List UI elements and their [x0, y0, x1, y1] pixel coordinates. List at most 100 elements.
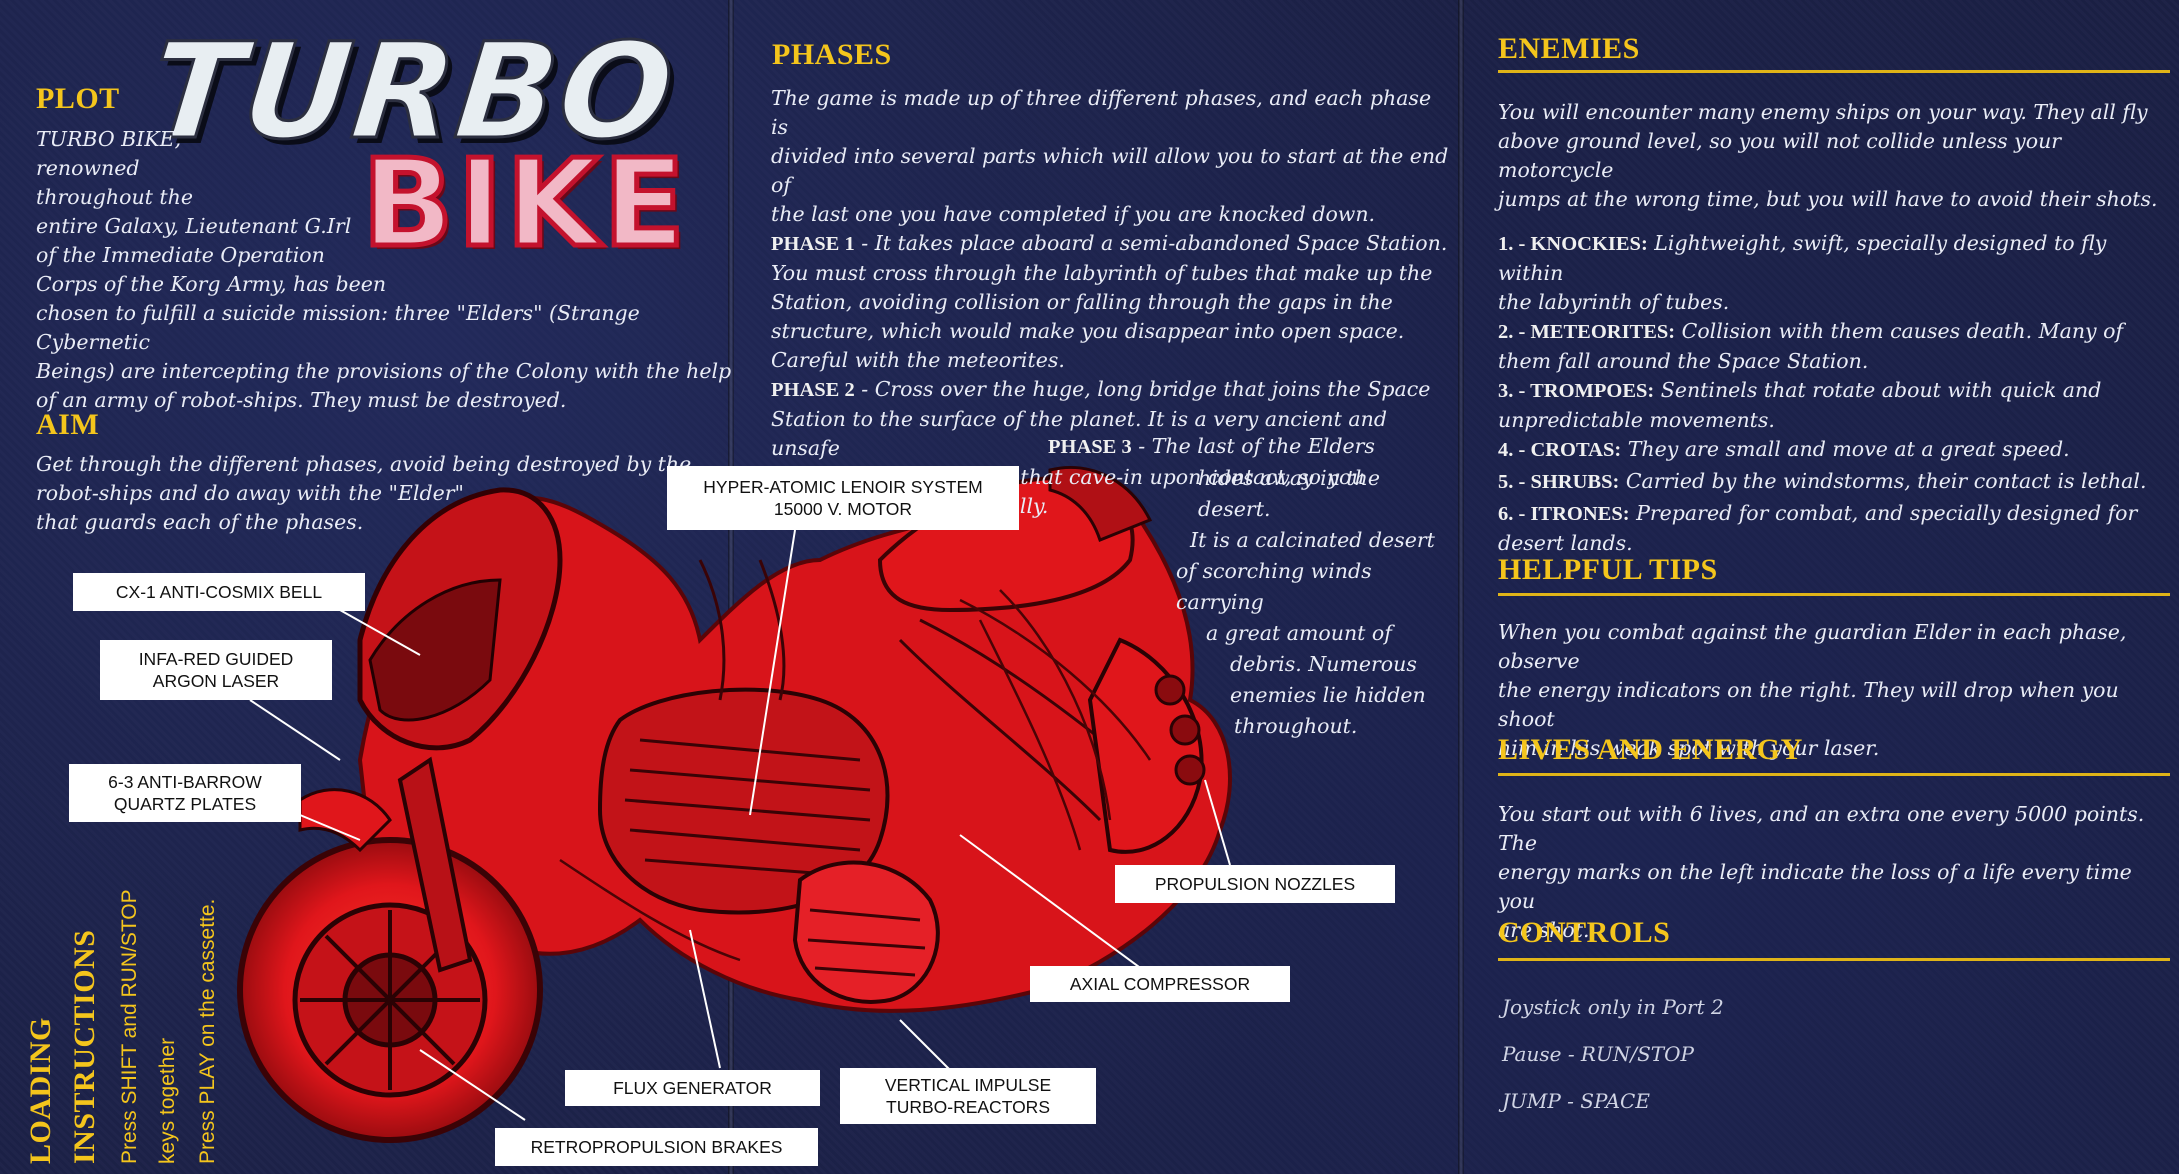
enemies-heading: ENEMIES [1498, 32, 1640, 65]
phase2-text: - Cross over the huge, long bridge that … [854, 377, 1431, 401]
loading-line-1: Press SHIFT and RUN/STOP [118, 889, 141, 1164]
plot-line: Beings) are intercepting the provisions … [36, 359, 732, 383]
controls-heading: CONTROLS [1498, 916, 1671, 949]
tips-heading: HELPFUL TIPS [1498, 553, 1718, 586]
phases-line: Careful with the meteorites. [771, 348, 1065, 372]
enemy-desc: unpredictable movements. [1498, 408, 1775, 432]
enemy-number: 1. - [1498, 233, 1531, 255]
label-line: QUARTZ PLATES [113, 794, 257, 814]
enemies-line: jumps at the wrong time, but you will ha… [1498, 187, 2158, 211]
label-axial-compressor: AXIAL COMPRESSOR [1030, 966, 1290, 1002]
label-line: PROPULSION NOZZLES [1154, 874, 1356, 894]
enemy-desc: them fall around the Space Station. [1498, 349, 1869, 373]
fold-line-left [728, 0, 734, 1174]
label-line: VERTICAL IMPULSE [884, 1075, 1052, 1095]
aim-text: Get through the different phases, avoid … [36, 450, 716, 537]
phases-line: hides away in the desert. [1198, 466, 1380, 521]
label-line: FLUX GENERATOR [613, 1078, 772, 1098]
label-line: AXIAL COMPRESSOR [1069, 974, 1251, 994]
lives-line: energy marks on the left indicate the lo… [1498, 860, 2132, 913]
enemies-line: above ground level, so you will not coll… [1498, 129, 2062, 182]
phases-line: divided into several parts which will al… [771, 144, 1449, 197]
tips-line: When you combat against the guardian Eld… [1498, 620, 2127, 673]
phase3-text: PHASE 3 - The last of the Elders hides a… [1048, 431, 1448, 742]
enemy-item: 3. - TROMPOES: Sentinels that rotate abo… [1498, 376, 2170, 406]
phases-line: The game is made up of three different p… [771, 86, 1432, 139]
controls-rule [1498, 958, 2170, 961]
plot-line: of the Immediate Operation [36, 243, 325, 267]
enemy-desc: They are small and move at a great speed… [1621, 437, 2070, 461]
aim-line: Get through the different phases, avoid … [36, 452, 692, 476]
phase2-title: PHASE 2 [771, 379, 855, 401]
label-cx-bell: CX-1 ANTI-COSMIX BELL [73, 573, 365, 611]
tips-text: When you combat against the guardian Eld… [1498, 618, 2170, 763]
phases-line: It is a calcinated desert [1190, 528, 1435, 552]
phase3-text-first: - The last of the Elders [1131, 434, 1375, 458]
loading-line-3: Press PLAY on the cassette. [196, 898, 219, 1164]
enemy-desc: the labyrinth of tubes. [1498, 290, 1730, 314]
phase3-title: PHASE 3 [1048, 436, 1132, 458]
enemy-item: 5. - SHRUBS: Carried by the windstorms, … [1498, 467, 2170, 497]
phases-line: debris. Numerous [1230, 652, 1417, 676]
phases-line: You must cross through the labyrinth of … [771, 261, 1433, 285]
enemy-desc: Sentinels that rotate about with quick a… [1654, 378, 2102, 402]
phases-line: the last one you have completed if you a… [771, 202, 1376, 226]
enemy-item: 1. - KNOCKIES: Lightweight, swift, speci… [1498, 229, 2170, 288]
tips-line: him in his weak spot with your laser. [1498, 736, 1880, 760]
enemy-number: 6. - [1498, 503, 1531, 525]
enemy-name: SHRUBS: [1530, 471, 1620, 493]
phase1-title: PHASE 1 [771, 233, 855, 255]
enemy-name: TROMPOES: [1530, 380, 1655, 402]
fold-line-right [1458, 0, 1464, 1174]
tips-rule [1498, 593, 2170, 596]
enemies-line: You will encounter many enemy ships on y… [1498, 100, 2148, 124]
plot-line: throughout the [36, 185, 193, 209]
lives-line: are shot. [1498, 918, 1590, 942]
enemy-item: 2. - METEORITES: Collision with them cau… [1498, 317, 2170, 347]
label-line: TURBO-REACTORS [886, 1097, 1050, 1117]
enemy-desc: Lightweight, swift, specially designed t… [1498, 231, 2107, 285]
enemies-rule [1498, 70, 2170, 73]
phase3-line: PHASE 3 - The last of the Elders [1048, 431, 1448, 463]
enemy-desc: Carried by the windstorms, their contact… [1619, 469, 2147, 493]
controls-item-pause: Pause - RUN/STOP [1502, 1042, 1694, 1066]
enemy-item: 4. - CROTAS: They are small and move at … [1498, 435, 2170, 465]
enemy-number: 5. - [1498, 471, 1531, 493]
phases-line: a great amount of [1206, 621, 1392, 645]
phases-heading: PHASES [772, 38, 892, 71]
phases-line: Station to the surface of the planet. It… [771, 407, 1387, 460]
logo-bike-text: BIKE [359, 135, 690, 274]
phases-line: enemies lie hidden [1230, 683, 1426, 707]
label-propulsion-nozzles: PROPULSION NOZZLES [1115, 865, 1395, 903]
plot-line: entire Galaxy, Lieutenant G.Irl [36, 214, 352, 238]
label-retropropulsion: RETROPROPULSION BRAKES [495, 1128, 818, 1166]
lives-rule [1498, 773, 2170, 776]
label-line: HYPER-ATOMIC LENOIR SYSTEM [703, 477, 983, 497]
plot-line: TURBO BIKE, [36, 127, 182, 151]
label-line: RETROPROPULSION BRAKES [530, 1137, 783, 1157]
plot-line: of an army of robot-ships. They must be … [36, 388, 567, 412]
aim-line: robot-ships and do away with the "Elder" [36, 481, 464, 505]
label-line: CX-1 ANTI-COSMIX BELL [115, 582, 323, 602]
phases-line: Station, avoiding collision or falling t… [771, 290, 1393, 314]
plot-heading: PLOT [36, 82, 120, 115]
enemy-desc: desert lands. [1498, 531, 1633, 555]
enemy-number: 3. - [1498, 380, 1531, 402]
label-line: 6-3 ANTI-BARROW [108, 772, 262, 792]
phases-line: of scorching winds carrying [1176, 559, 1372, 614]
enemy-name: ITRONES: [1530, 503, 1630, 525]
lives-heading: LIVES AND ENERGY [1498, 733, 1803, 766]
phase1-line: PHASE 1 - It takes place aboard a semi-a… [771, 229, 1451, 259]
phases-line: throughout. [1234, 714, 1358, 738]
label-line: 15000 V. MOTOR [773, 499, 913, 519]
enemy-name: KNOCKIES: [1530, 233, 1648, 255]
label-flux-generator: FLUX GENERATOR [565, 1070, 820, 1106]
controls-item-joystick: Joystick only in Port 2 [1502, 995, 1724, 1019]
enemy-desc: Prepared for combat, and specially desig… [1629, 501, 2138, 525]
aim-heading: AIM [36, 408, 100, 441]
enemies-intro: You will encounter many enemy ships on y… [1498, 98, 2170, 214]
